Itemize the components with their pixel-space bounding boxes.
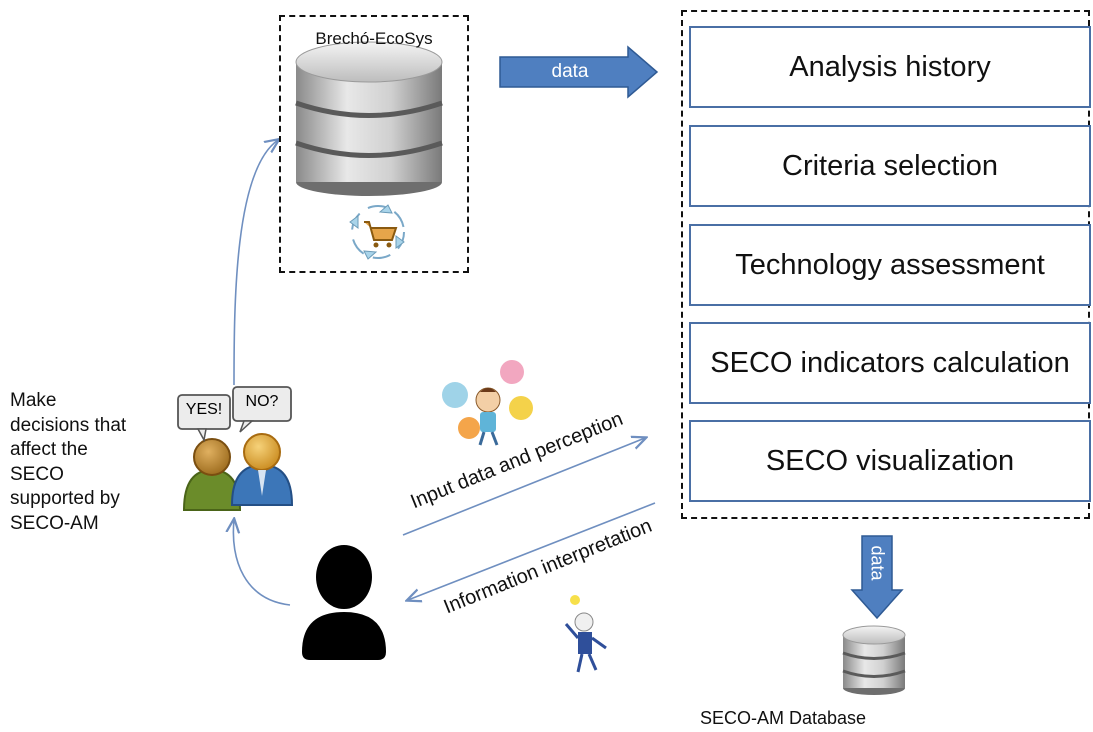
communication-cartoon-icon — [442, 360, 533, 446]
repository-database-icon — [295, 41, 443, 196]
module-seco-visualization: SECO visualization — [689, 420, 1091, 502]
decision-text-line: SECO-AM — [10, 512, 99, 534]
bubble-no-text: NO? — [245, 393, 279, 410]
module-seco-indicators-calculation: SECO indicators calculation — [689, 322, 1091, 404]
module-criteria-selection: Criteria selection — [689, 125, 1091, 207]
output-flow-arrow — [408, 502, 656, 600]
module-analysis-history: Analysis history — [689, 26, 1091, 108]
idea-person-icon — [564, 595, 607, 673]
user-icon — [302, 545, 386, 660]
decision-text-line: decisions that — [10, 414, 127, 436]
user-to-decision-connector — [233, 520, 291, 606]
decision-text-line: supported by — [10, 488, 120, 509]
decision-description: Make decisions that affect the SECO supp… — [10, 389, 126, 536]
module-technology-assessment: Technology assessment — [689, 224, 1091, 306]
data-arrow-down — [850, 535, 904, 620]
decision-text-line: affect the — [10, 439, 88, 460]
decision-text-line: Make — [10, 390, 57, 411]
bubble-yes-text: YES! — [185, 401, 223, 418]
decision-to-repository-connector — [233, 140, 278, 386]
data-arrow-down-label: data — [867, 545, 888, 581]
data-arrow-right — [499, 45, 659, 99]
input-flow-arrow — [402, 438, 645, 536]
data-arrow-right-label: data — [551, 61, 589, 82]
shopping-cart-cycle-icon — [349, 204, 405, 260]
module-label: SECO indicators calculation — [710, 346, 1070, 379]
repository-box — [279, 15, 469, 273]
decision-text-line: SECO — [10, 463, 64, 485]
module-label: Criteria selection — [782, 149, 998, 182]
decision-makers-icon — [177, 386, 294, 511]
module-label: Technology assessment — [735, 248, 1045, 281]
repository-title: Brechó-EcoSys — [315, 29, 433, 48]
seco-am-database-label: SECO-AM Database — [700, 708, 867, 728]
module-label: Analysis history — [789, 50, 991, 83]
seco-am-database-icon — [842, 625, 906, 695]
module-label: SECO visualization — [765, 444, 1015, 477]
